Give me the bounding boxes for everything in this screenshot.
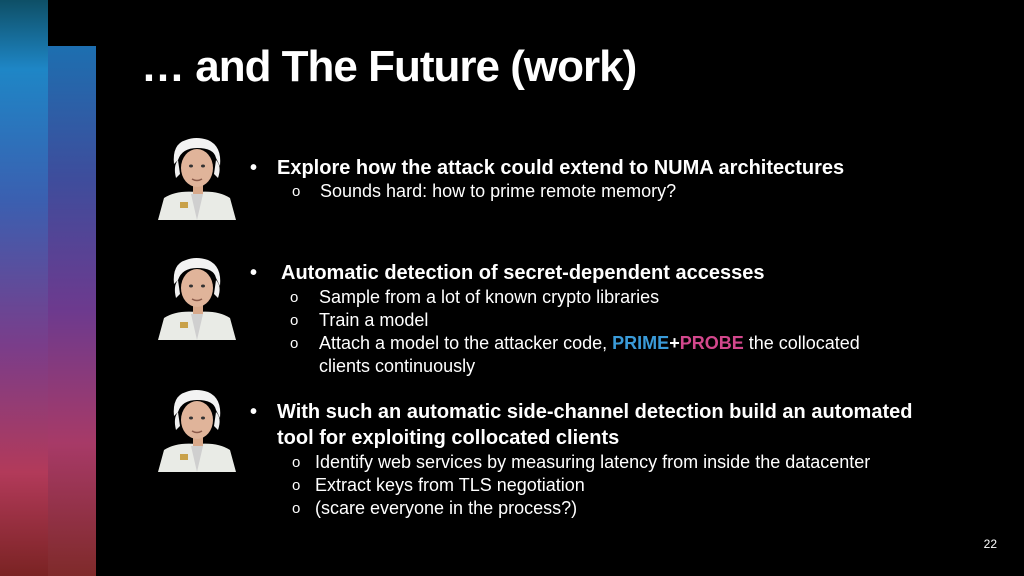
item-text: Attach a model to the attacker code, bbox=[319, 333, 613, 353]
section-2-item-3-continued: clients continuously bbox=[319, 356, 476, 376]
section-1-heading: Explore how the attack could extend to N… bbox=[277, 157, 845, 179]
sub-bullet-marker: o bbox=[292, 477, 301, 494]
sub-bullet-marker: o bbox=[292, 500, 301, 517]
section-2-heading: Automatic detection of secret-dependent … bbox=[281, 262, 765, 284]
sub-bullet-marker: o bbox=[290, 289, 299, 306]
plus-sign: + bbox=[669, 333, 680, 353]
item-text: the collocated bbox=[743, 333, 860, 353]
bullet-marker: • bbox=[250, 401, 258, 423]
sub-bullet-marker: o bbox=[290, 312, 299, 329]
sub-bullet-marker: o bbox=[292, 183, 301, 200]
prime-keyword: PRIME bbox=[612, 333, 670, 353]
probe-keyword: PROBE bbox=[679, 333, 744, 353]
section-3-heading: With such an automatic side-channel dete… bbox=[277, 401, 913, 423]
portrait-image bbox=[156, 256, 238, 340]
portrait-image bbox=[156, 136, 238, 220]
section-1-item: Sounds hard: how to prime remote memory? bbox=[320, 181, 677, 201]
bullet-marker: • bbox=[250, 157, 258, 179]
sub-bullet-marker: o bbox=[292, 454, 301, 471]
section-3-item: Identify web services by measuring laten… bbox=[315, 452, 871, 472]
section-3-item: (scare everyone in the process?) bbox=[315, 498, 578, 518]
sub-bullet-marker: o bbox=[290, 335, 299, 352]
bullet-marker: • bbox=[250, 262, 258, 284]
section-2-item-3: Attach a model to the attacker code, PRI… bbox=[319, 332, 860, 355]
section-3-heading-continued: tool for exploiting collocated clients bbox=[277, 427, 620, 449]
section-3-item: Extract keys from TLS negotiation bbox=[315, 475, 585, 495]
section-2-item: Sample from a lot of known crypto librar… bbox=[319, 287, 660, 307]
slide-title: … and The Future (work) bbox=[141, 42, 637, 91]
decorative-gradient-strip bbox=[0, 0, 48, 576]
page-number: 22 bbox=[983, 537, 997, 551]
portrait-image bbox=[156, 388, 238, 472]
section-2-item: Train a model bbox=[319, 310, 429, 330]
